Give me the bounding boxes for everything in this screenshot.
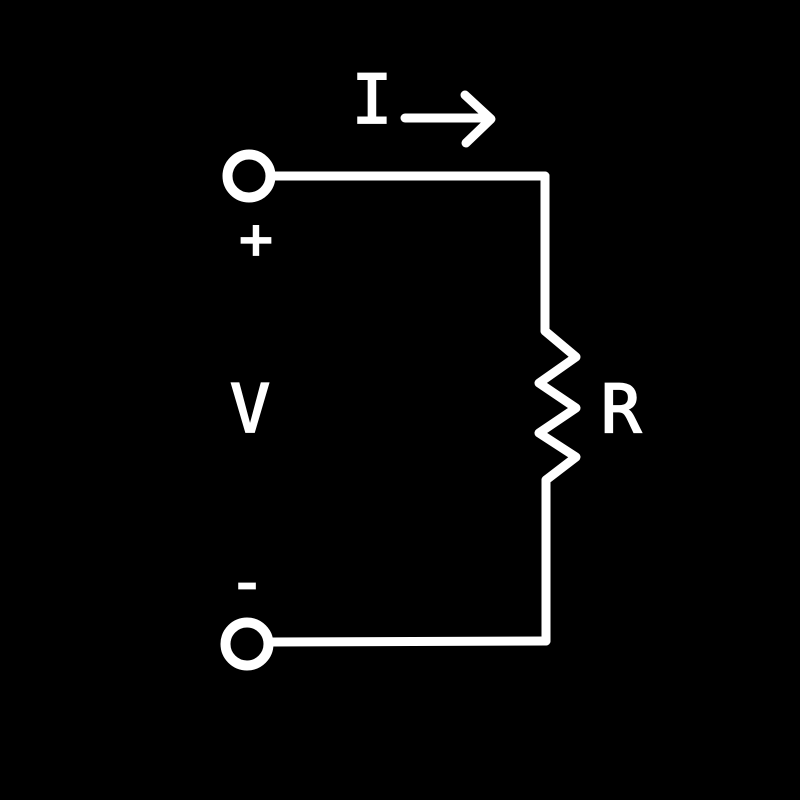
current-arrow-icon: [400, 90, 496, 148]
negative-terminal-node: [220, 617, 274, 671]
resistance-label: R: [601, 370, 642, 448]
positive-terminal-label: +: [239, 207, 273, 272]
voltage-label: V: [230, 370, 270, 448]
positive-terminal-node: [222, 149, 276, 203]
resistor-symbol: [534, 326, 581, 485]
wires: [267, 171, 581, 647]
current-label: I: [352, 61, 393, 140]
negative-terminal-label: -: [228, 545, 265, 618]
terminals: [220, 149, 276, 671]
labels: I + V - R: [227, 60, 642, 619]
current-arrow-head: [460, 90, 496, 148]
wire-bottom: [267, 636, 551, 647]
